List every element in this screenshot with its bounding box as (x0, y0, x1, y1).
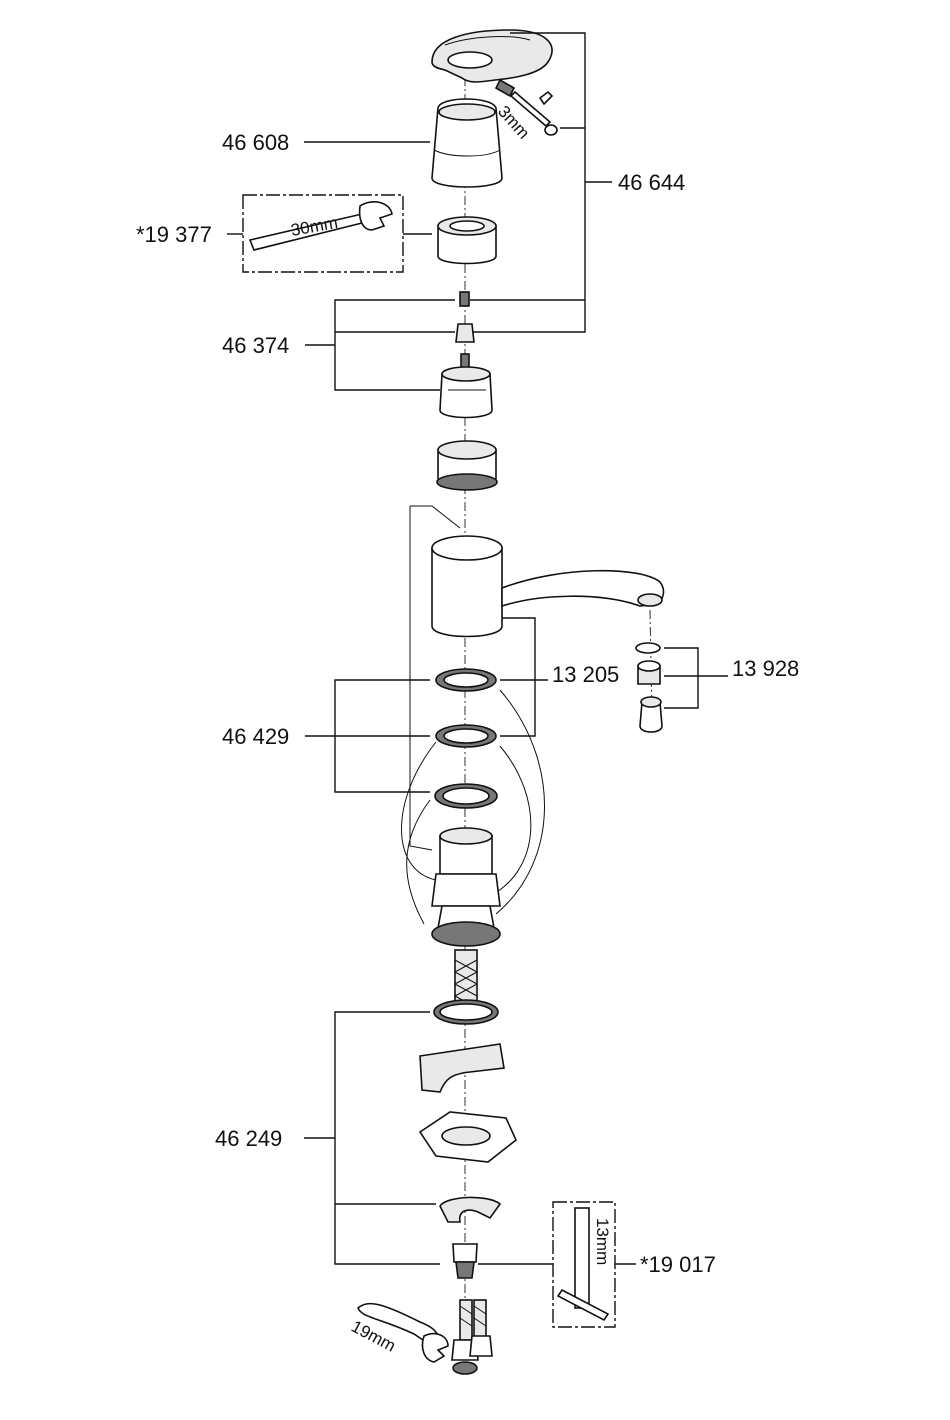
label-cartridge: 46 374 (222, 333, 289, 358)
valve-housing (432, 828, 500, 946)
mounting-o-ring (434, 1000, 498, 1024)
fixing-bolt (453, 1244, 477, 1278)
label-seal-set: 46 429 (222, 724, 289, 749)
bracket-aerator (664, 648, 728, 708)
aerator-parts (636, 643, 662, 732)
cap-part (432, 99, 502, 187)
o-ring-lower (436, 725, 496, 747)
label-o-rings: 13 205 (552, 662, 619, 687)
body-pointer (410, 506, 460, 528)
stabilizer-plate (420, 1112, 516, 1162)
faucet-body (432, 536, 663, 637)
hose-connectors (452, 1300, 492, 1374)
label-aerator: 13 928 (732, 656, 799, 681)
label-lever-set: 46 644 (618, 170, 685, 195)
o-ring-upper (436, 669, 496, 691)
wrench-size-label: 30mm (289, 213, 339, 240)
cartridge (440, 354, 492, 418)
horseshoe-washer (440, 1197, 500, 1222)
retaining-nut (438, 217, 496, 264)
socket-size-label: 13mm (593, 1218, 612, 1265)
bracket-seal-set (305, 680, 430, 792)
small-screw (460, 292, 469, 306)
label-wrench-tool: *19 377 (136, 222, 212, 247)
grub-screw (496, 80, 514, 96)
guide-ring (437, 441, 497, 490)
half-washer (420, 1044, 504, 1092)
adaptor (456, 324, 474, 342)
seal-ring (435, 784, 497, 808)
bracket-cartridge (305, 300, 455, 390)
cap-plug (545, 125, 557, 135)
bracket-o-rings (500, 618, 548, 736)
bracket-mounting-set (304, 1012, 440, 1264)
label-socket-tool: *19 017 (640, 1252, 716, 1277)
label-mounting-set: 46 249 (215, 1126, 282, 1151)
lever-handle (432, 30, 552, 82)
label-cap: 46 608 (222, 130, 289, 155)
